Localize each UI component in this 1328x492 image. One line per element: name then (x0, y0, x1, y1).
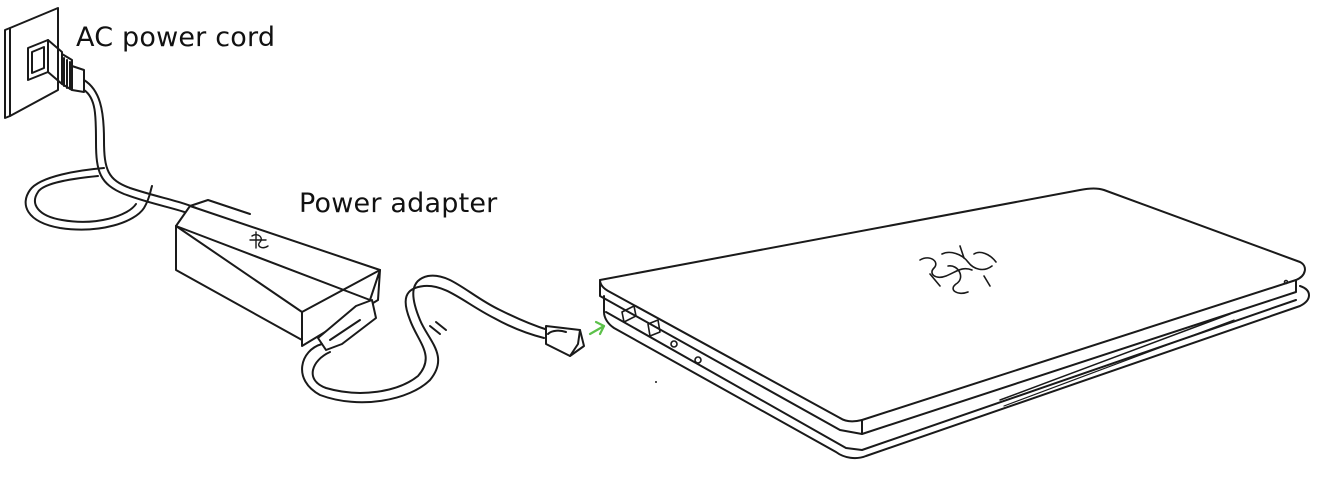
usb-c-connector-icon (545, 325, 585, 357)
laptop-ports (621, 279, 1289, 364)
razer-logo-icon (919, 245, 997, 295)
laptop-icon (599, 187, 1310, 460)
ac-power-cord-label: AC power cord (76, 22, 276, 53)
power-adapter-icon (175, 199, 381, 351)
ac-power-cord (24, 79, 201, 231)
power-adapter-label: Power adapter (299, 188, 498, 219)
razer-logo-icon (249, 231, 269, 249)
dc-cable (301, 274, 549, 404)
stray-dot (655, 381, 657, 383)
green-arrow-icon (588, 320, 606, 336)
